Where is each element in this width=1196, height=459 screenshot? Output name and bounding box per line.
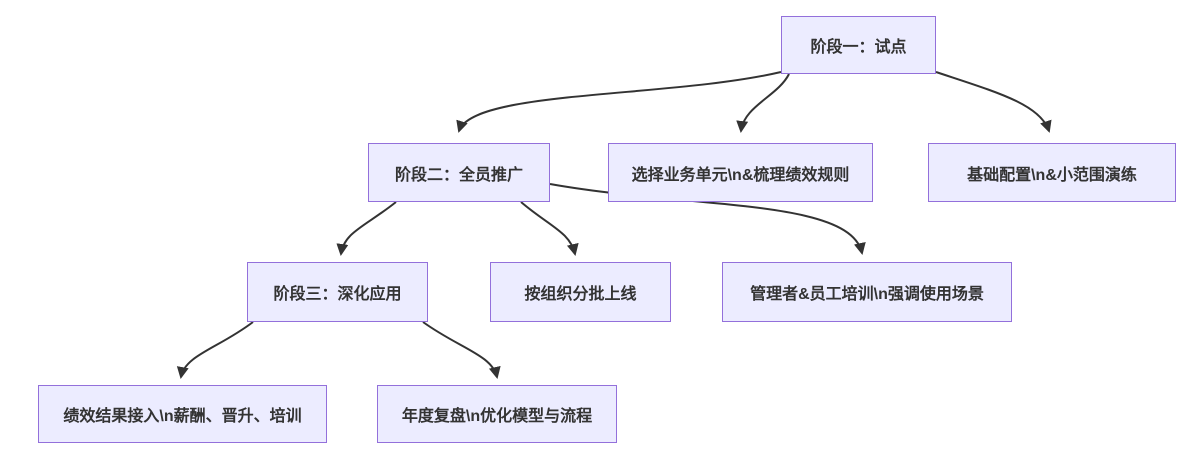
edge-phase3-annual-review — [422, 321, 501, 379]
edge-phase2-rollout-batch — [520, 201, 579, 256]
node-training: 管理者&员工培训\n强调使用场景 — [722, 262, 1012, 322]
node-basic-config: 基础配置\n&小范围演练 — [928, 143, 1176, 202]
edge-phase1-phase2 — [456, 71, 782, 133]
edge-phase2-training — [549, 183, 866, 255]
edge-phase1-basic-config — [935, 71, 1052, 133]
edge-phase2-phase3 — [336, 201, 397, 256]
node-phase2: 阶段二：全员推广 — [368, 143, 550, 202]
node-select-unit: 选择业务单元\n&梳理绩效规则 — [608, 143, 873, 202]
node-phase3: 阶段三：深化应用 — [247, 262, 428, 322]
node-perf-link: 绩效结果接入\n薪酬、晋升、培训 — [38, 385, 327, 443]
node-phase1: 阶段一：试点 — [781, 16, 936, 74]
edge-phase1-select-unit — [736, 73, 790, 133]
node-annual-review: 年度复盘\n优化模型与流程 — [377, 385, 617, 443]
edge-phase3-perf-link — [176, 321, 254, 379]
node-rollout-batch: 按组织分批上线 — [490, 262, 671, 322]
